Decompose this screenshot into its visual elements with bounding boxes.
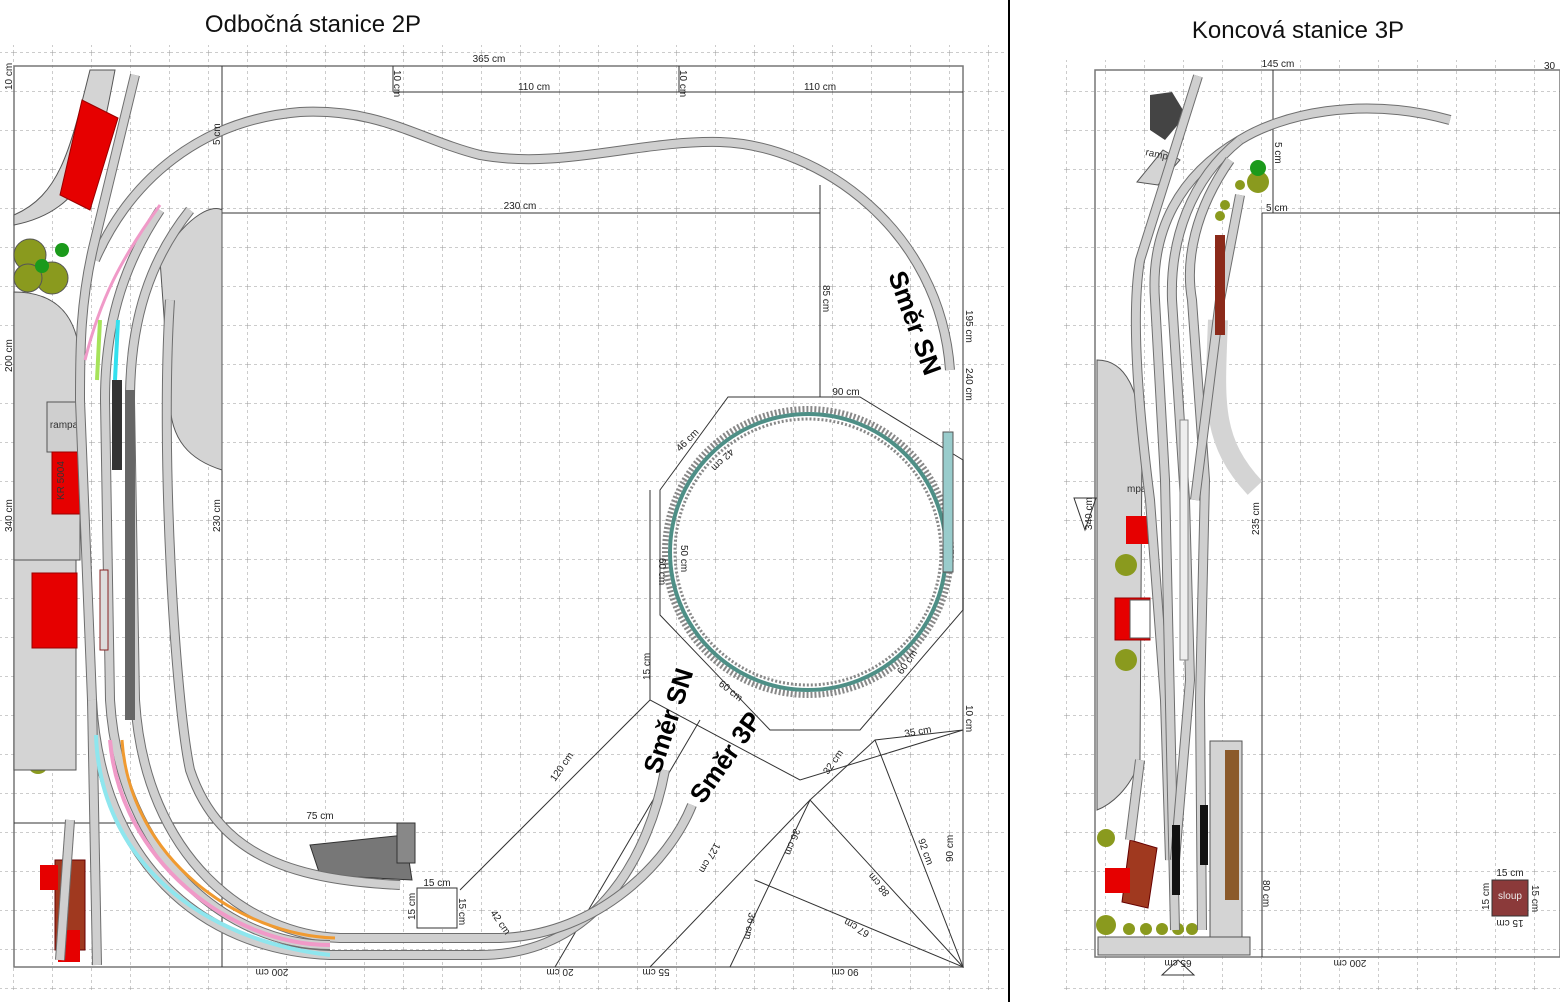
dim-label: 90 cm [945,835,956,862]
building-red [1126,516,1149,544]
dim-label: 90 cm [831,966,858,977]
platform [159,207,223,471]
track-cyan [113,319,120,381]
train [99,569,109,651]
dim-label: 20 cm [546,966,573,977]
dim-label: 35 cm [904,724,933,740]
track-pink [108,739,331,947]
right-board: rampa mpa sloup 1 [1073,59,1560,976]
dim-label: 60 cm [656,558,667,585]
dim-label: 230 cm [212,499,223,532]
dim-label: 85 cm [820,285,831,312]
dim-label: 10 cm [963,705,974,732]
dim-label: 5 cm [1272,142,1283,164]
dim-label: 5 cm [1266,203,1288,214]
track-pink [83,204,162,361]
building-dark [1150,92,1186,140]
train [1215,235,1225,335]
track-cyan [94,734,331,957]
tracks [1125,74,1452,931]
dim-label: 200 cm [1334,957,1367,968]
sloup-column [1491,879,1529,917]
dim-label: 340 cm [1084,497,1095,530]
train [1172,825,1180,895]
dim-label: 10 cm [391,70,402,97]
trees [1096,160,1269,935]
dim-label: 230 cm [504,201,537,212]
dim-label: 55 cm [642,966,669,977]
tracks [55,73,955,966]
dim-label: 10 cm [4,63,15,90]
building-red [59,99,119,211]
dim-label: 30 [1544,61,1556,72]
dim-label: 15 cm [1496,917,1523,928]
dim-label: 240 cm [963,368,974,401]
dim-label: 365 cm [473,54,506,65]
building-red [51,451,81,515]
dim-label: 15 cm [407,893,418,920]
dim-label: 15 cm [1496,868,1523,879]
right-dimension-labels: 145 cm 30 5 cm 5 cm 340 cm 235 cm 80 cm … [1084,59,1556,968]
mpa-label: mpa [1127,484,1147,495]
dim-label: 90 cm [832,387,859,398]
dim-label: 110 cm [804,82,836,93]
dim-label: 15 cm [1481,883,1492,910]
train [112,380,122,470]
dim-label: 50 cm [678,545,689,572]
train [125,390,135,720]
marker-triangle [1160,959,1196,976]
track-orange [120,739,336,940]
dim-label: 80 cm [1260,880,1271,907]
dim-label: 15 cm [642,653,653,680]
sloup-label: sloup [1498,891,1522,902]
sloup-box [416,887,458,929]
dim-label: 15 cm [456,898,467,925]
platform [1096,359,1143,811]
marker-triangle [1073,497,1097,532]
dim-label: 65 cm [1164,957,1191,968]
dim-label: 200 cm [256,966,289,977]
dim-label: 15 cm [1529,885,1540,912]
goods [1225,750,1239,900]
helix-octagon [659,396,964,731]
rampa-label: rampa [50,420,79,431]
train [1179,419,1189,661]
dim-label: 75 cm [306,811,333,822]
dim-label: 5 cm [212,123,223,145]
dim-label: 36 cm [741,911,757,940]
track-green [95,319,102,381]
building-red [31,572,78,649]
platform [1097,936,1251,956]
dim-label: 200 cm [4,339,15,372]
dim-label: 195 cm [963,310,974,343]
dim-label: 235 cm [1251,502,1262,535]
engine-shed [309,834,413,881]
helix-straight [942,431,954,573]
dim-label: 110 cm [518,82,550,93]
title-right: Koncová stanice 3P [1192,17,1404,44]
title-left: Odbočná stanice 2P [205,11,421,38]
dim-label: 10 cm [677,70,688,97]
board-outline [1094,69,1560,958]
dim-label: 15 cm [423,878,450,889]
kr-label: KR 5004 [56,461,67,500]
dim-label: 340 cm [4,499,15,532]
train [1200,805,1208,865]
dim-label: 145 cm [1262,59,1295,70]
